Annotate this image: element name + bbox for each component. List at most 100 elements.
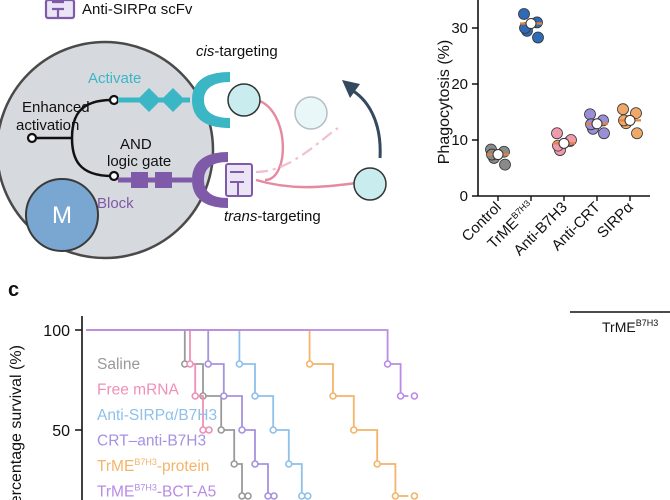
survival-y-ticks: 50 100 <box>43 323 82 440</box>
censor-mark <box>204 360 212 368</box>
y-tick-label: 100 <box>43 323 70 340</box>
censor-mark <box>191 392 199 400</box>
censor-mark <box>217 426 225 434</box>
phagocytosis-y-ticks: 0 10 20 30 <box>451 20 478 205</box>
logic-gate-wiring <box>32 98 113 178</box>
censor-mark <box>329 392 337 400</box>
censor-mark <box>230 460 238 468</box>
data-point <box>584 108 596 121</box>
censor-mark <box>251 392 259 400</box>
phagocytosis-means <box>487 18 641 201</box>
legend-entry: Free mRNA <box>97 382 179 399</box>
data-point <box>631 127 643 140</box>
cis-target-cell <box>227 83 261 117</box>
trans-linker <box>255 178 357 189</box>
schematic: M Enhanced activation AND logic gate Act… <box>0 40 387 260</box>
mean-marker <box>624 114 636 126</box>
y-tick-label: 30 <box>451 20 468 37</box>
block-label: Block <box>97 195 134 212</box>
data-point <box>518 8 530 20</box>
censor-mark <box>410 492 419 500</box>
switch-path <box>255 127 339 174</box>
category-label: SIRPα <box>594 199 637 242</box>
censor-mark <box>244 492 252 500</box>
y-tick-label: 50 <box>52 423 70 440</box>
censor-mark <box>205 426 213 434</box>
censor-mark <box>238 492 246 500</box>
survival-curve <box>86 329 303 496</box>
censor-mark <box>235 360 244 368</box>
legend-entry: Anti-SIRPα/B7H3 <box>97 407 217 424</box>
switch-arrow <box>347 86 382 159</box>
data-point <box>630 107 642 120</box>
cis-targeting-label: cis-targeting <box>196 43 278 60</box>
censor-mark <box>396 392 405 400</box>
trans-target-cell <box>353 167 387 201</box>
data-point <box>551 127 563 140</box>
censor-mark <box>297 492 306 500</box>
phagocytosis-chart: 0 10 20 30 ControlTrMEB7H3Anti-B7H3Anti-CRT… <box>436 0 670 335</box>
legend-entry: TrMEB7H3-protein <box>97 457 209 475</box>
data-point <box>532 31 544 44</box>
censor-mark <box>269 426 278 434</box>
survival-curve <box>86 329 269 496</box>
data-point <box>499 158 511 171</box>
macrophage-nucleus <box>25 178 99 252</box>
and-label: AND <box>120 136 152 153</box>
trans-targeting-label: trans-targeting <box>224 208 321 225</box>
y-tick-label: 0 <box>460 188 468 205</box>
censor-mark <box>303 492 312 500</box>
censor-mark <box>284 460 293 468</box>
macrophage-label: M <box>52 202 72 229</box>
censor-mark <box>264 492 272 500</box>
censor-mark <box>391 492 400 500</box>
data-point <box>617 103 629 116</box>
scfv-legend-label: Anti-SIRPα scFv <box>82 1 193 18</box>
scfv-icon <box>44 0 76 20</box>
activate-label: Activate <box>88 70 141 87</box>
block-node <box>108 170 120 182</box>
enhanced-label-line2: activation <box>16 117 79 134</box>
ghost-target-cell <box>294 96 328 130</box>
activate-node <box>108 94 120 106</box>
censor-mark <box>220 392 228 400</box>
y-tick-label: 10 <box>451 132 468 149</box>
censor-mark <box>270 492 278 500</box>
output-node <box>26 132 38 144</box>
group-label: TrMEB7H3 <box>602 318 658 335</box>
censor-mark <box>251 460 259 468</box>
mean-marker <box>525 18 537 30</box>
data-point <box>598 127 610 140</box>
y-tick-label: 20 <box>451 76 468 93</box>
mean-marker <box>558 137 570 149</box>
activate-receptor <box>118 72 230 128</box>
censor-mark <box>410 392 419 400</box>
censor-mark <box>238 426 246 434</box>
censor-mark <box>186 360 194 368</box>
block-receptor <box>118 152 228 208</box>
mean-marker <box>591 118 603 130</box>
phagocytosis-y-label: Phagocytosis (%) <box>436 40 453 165</box>
logic-gate-label: logic gate <box>107 153 171 170</box>
censor-mark <box>305 360 314 368</box>
survival-curves <box>86 329 419 500</box>
survival-y-label: Percentage survival (%) <box>8 345 25 500</box>
legend-entry: CRT–anti-B7H3 <box>97 433 206 450</box>
legend-entry: Saline <box>97 356 140 373</box>
censor-mark <box>383 360 392 368</box>
switch-arrowhead <box>342 80 360 98</box>
enhanced-label-line1: Enhanced <box>22 99 90 116</box>
scfv-legend: Anti-SIRPα scFv <box>44 0 193 20</box>
legend-entry: TrMEB7H3-BCT-A5 <box>97 483 216 500</box>
mean-marker <box>492 149 504 161</box>
censor-mark <box>349 426 358 434</box>
block-scfv-icon <box>225 163 253 197</box>
panel-c-label: c <box>8 279 19 301</box>
cis-linker <box>256 98 284 182</box>
censor-mark <box>373 460 382 468</box>
survival-curve <box>86 329 409 497</box>
